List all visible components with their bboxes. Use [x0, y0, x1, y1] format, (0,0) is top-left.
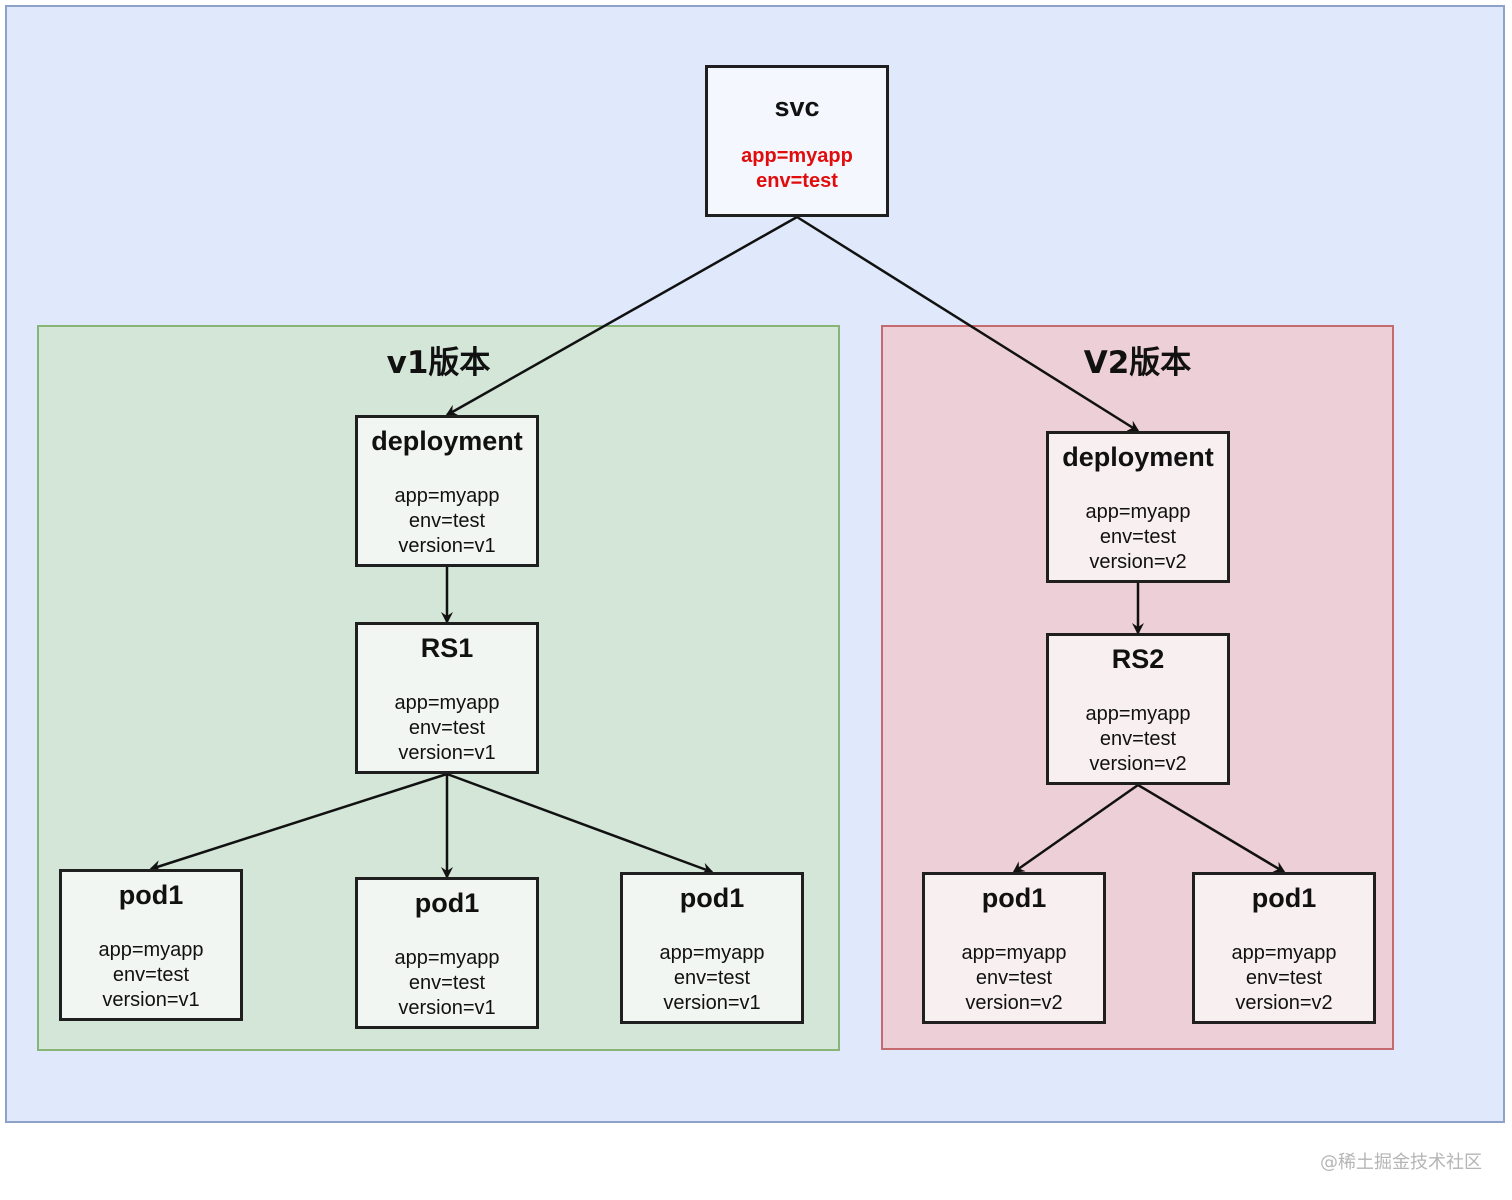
pod-v2-a-labels: app=myapp env=test version=v2 [925, 941, 1103, 1016]
deployment-v2-title: deployment [1062, 442, 1214, 472]
label-line: version=v2 [1235, 992, 1333, 1014]
label-line: env=test [756, 170, 838, 192]
label-line: env=test [112, 964, 190, 986]
label-line: version=v1 [102, 989, 200, 1011]
deployment-v2-labels: app=myapp env=test version=v2 [1049, 500, 1227, 575]
service-node-labels: app=myapp env=test [708, 144, 886, 194]
pod-v1-b-labels: app=myapp env=test version=v1 [358, 946, 536, 1021]
label-line: env=test [408, 510, 486, 532]
pod-v1-c-title: pod1 [679, 883, 745, 913]
label-line: version=v1 [398, 535, 496, 557]
group-v1-title: v1版本 [386, 345, 491, 381]
edge-rs2-to-pod_v2_a [1012, 783, 1139, 874]
label-line: app=myapp [1231, 942, 1337, 964]
label-line: version=v2 [965, 992, 1063, 1014]
label-line: app=myapp [1085, 703, 1191, 725]
label-line: app=myapp [394, 485, 500, 507]
label-line: version=v2 [1089, 753, 1187, 775]
label-line: app=myapp [741, 145, 853, 167]
deployment-v1-title: deployment [371, 426, 523, 456]
deployment-v1-node: deployment app=myapp env=test version=v1 [355, 415, 539, 567]
pod-v1-a-title: pod1 [118, 880, 184, 910]
pod-v1-b-title: pod1 [414, 888, 480, 918]
pod-v1-a-labels: app=myapp env=test version=v1 [62, 938, 240, 1013]
pod-v1-c-node: pod1 app=myapp env=test version=v1 [620, 872, 804, 1024]
replicaset-rs2-node: RS2 app=myapp env=test version=v2 [1046, 633, 1230, 785]
label-line: version=v1 [663, 992, 761, 1014]
deployment-v2-node: deployment app=myapp env=test version=v2 [1046, 431, 1230, 583]
edge-svc-to-deployment_v1 [445, 215, 798, 417]
label-line: app=myapp [394, 947, 500, 969]
edge-svc-to-deployment_v2 [796, 215, 1140, 433]
label-line: app=myapp [1085, 501, 1191, 523]
label-line: env=test [975, 967, 1053, 989]
group-v2-title: V2版本 [1083, 345, 1192, 381]
edge-rs2-to-pod_v2_b [1137, 783, 1286, 874]
pod-v1-c-labels: app=myapp env=test version=v1 [623, 941, 801, 1016]
pod-v1-a-node: pod1 app=myapp env=test version=v1 [59, 869, 243, 1021]
watermark: @稀土掘金技术社区 [1320, 1152, 1482, 1173]
label-line: version=v2 [1089, 551, 1187, 573]
label-line: app=myapp [659, 942, 765, 964]
pod-v2-b-node: pod1 app=myapp env=test version=v2 [1192, 872, 1376, 1024]
edge-rs1-to-pod_v1_c [446, 772, 714, 875]
pod-v2-b-title: pod1 [1251, 883, 1317, 913]
label-line: app=myapp [98, 939, 204, 961]
rs1-labels: app=myapp env=test version=v1 [358, 691, 536, 766]
replicaset-rs1-node: RS1 app=myapp env=test version=v1 [355, 622, 539, 774]
rs2-title: RS2 [1111, 644, 1165, 674]
label-line: env=test [408, 717, 486, 739]
pod-v2-b-labels: app=myapp env=test version=v2 [1195, 941, 1373, 1016]
rs2-labels: app=myapp env=test version=v2 [1049, 702, 1227, 777]
pod-v2-a-title: pod1 [981, 883, 1047, 913]
service-node: svc app=myapp env=test [705, 65, 889, 217]
label-line: env=test [1245, 967, 1323, 989]
label-line: app=myapp [961, 942, 1067, 964]
label-line: env=test [1099, 526, 1177, 548]
label-line: version=v1 [398, 997, 496, 1019]
label-line: env=test [673, 967, 751, 989]
label-line: env=test [408, 972, 486, 994]
service-node-title: svc [774, 92, 820, 122]
label-line: env=test [1099, 728, 1177, 750]
edge-rs1-to-pod_v1_a [149, 772, 448, 872]
rs1-title: RS1 [420, 633, 474, 663]
label-line: version=v1 [398, 742, 496, 764]
pod-v1-b-node: pod1 app=myapp env=test version=v1 [355, 877, 539, 1029]
label-line: app=myapp [394, 692, 500, 714]
pod-v2-a-node: pod1 app=myapp env=test version=v2 [922, 872, 1106, 1024]
deployment-v1-labels: app=myapp env=test version=v1 [358, 484, 536, 559]
